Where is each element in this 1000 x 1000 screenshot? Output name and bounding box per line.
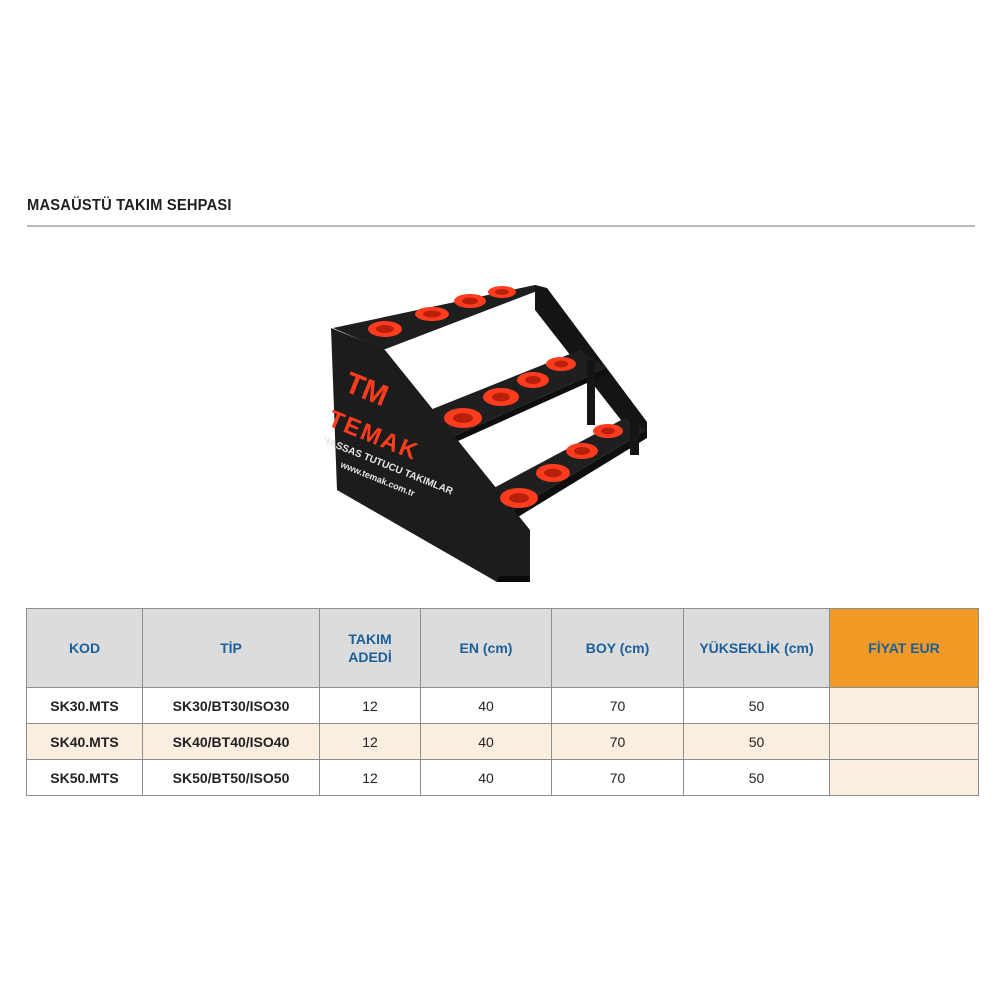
table-header-row: KOD TİP TAKIM ADEDİ EN (cm) BOY (cm) YÜKS… bbox=[26, 608, 979, 688]
col-header-height: YÜKSEKLİK (cm) bbox=[683, 608, 830, 688]
table-row: SK50.MTS SK50/BT50/ISO50 12 40 70 50 bbox=[26, 759, 979, 796]
cell-code: SK40.MTS bbox=[26, 723, 143, 760]
title-divider bbox=[27, 225, 975, 227]
cell-width: 40 bbox=[420, 759, 552, 796]
cell-type: SK30/BT30/ISO30 bbox=[142, 687, 320, 724]
cell-code: SK30.MTS bbox=[26, 687, 143, 724]
col-header-type: TİP bbox=[142, 608, 320, 688]
cell-height: 50 bbox=[683, 723, 830, 760]
cell-length: 70 bbox=[551, 687, 684, 724]
cell-price bbox=[829, 723, 979, 760]
cell-width: 40 bbox=[420, 723, 552, 760]
col-header-width: EN (cm) bbox=[420, 608, 552, 688]
cell-height: 50 bbox=[683, 759, 830, 796]
cell-count: 12 bbox=[319, 759, 421, 796]
cell-height: 50 bbox=[683, 687, 830, 724]
cell-code: SK50.MTS bbox=[26, 759, 143, 796]
cell-type: SK40/BT40/ISO40 bbox=[142, 723, 320, 760]
cell-type: SK50/BT50/ISO50 bbox=[142, 759, 320, 796]
stand-lower-shelf bbox=[490, 418, 647, 512]
col-header-count: TAKIM ADEDİ bbox=[319, 608, 421, 688]
cell-count: 12 bbox=[319, 723, 421, 760]
stand-front-panel bbox=[331, 328, 530, 582]
spec-table: KOD TİP TAKIM ADEDİ EN (cm) BOY (cm) YÜKS… bbox=[26, 608, 979, 796]
col-header-code: KOD bbox=[26, 608, 143, 688]
page-title: MASAÜSTÜ TAKIM SEHPASI bbox=[27, 197, 232, 214]
table-row: SK40.MTS SK40/BT40/ISO40 12 40 70 50 bbox=[26, 723, 979, 760]
col-header-length: BOY (cm) bbox=[551, 608, 684, 688]
col-header-price: FİYAT EUR bbox=[829, 608, 979, 688]
cell-length: 70 bbox=[551, 723, 684, 760]
tool-stand-image: TM TEMAK HASSAS TUTUCU TAKIMLAR www.tema… bbox=[325, 285, 647, 582]
cell-length: 70 bbox=[551, 759, 684, 796]
table-row: SK30.MTS SK30/BT30/ISO30 12 40 70 50 bbox=[26, 687, 979, 724]
cell-count: 12 bbox=[319, 687, 421, 724]
cell-price bbox=[829, 687, 979, 724]
col-header-count-line1: TAKIM bbox=[348, 631, 392, 647]
cell-width: 40 bbox=[420, 687, 552, 724]
cell-price bbox=[829, 759, 979, 796]
col-header-count-line2: ADEDİ bbox=[348, 649, 392, 665]
